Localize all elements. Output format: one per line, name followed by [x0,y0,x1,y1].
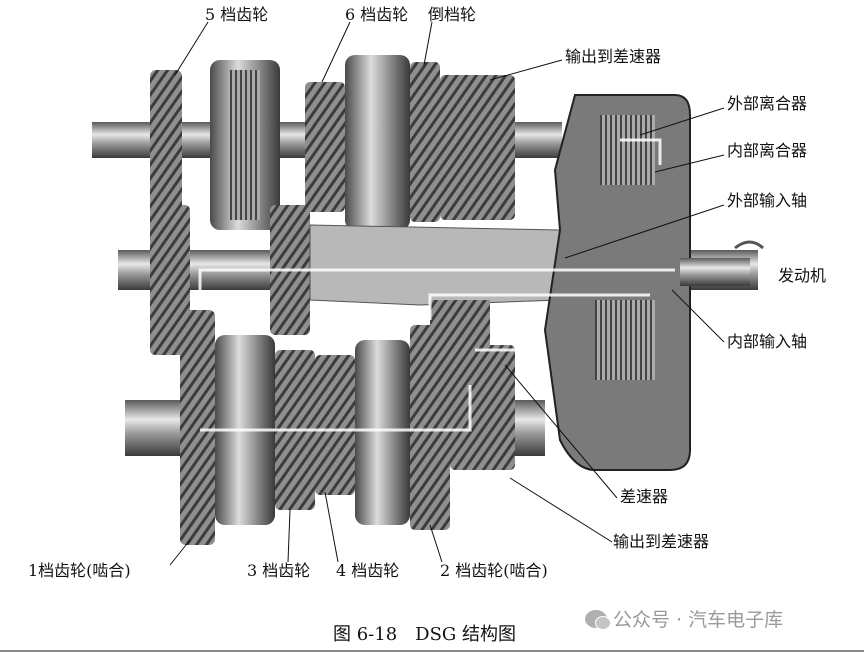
label-inner-clutch: 内部离合器 [727,141,808,160]
inner-clutch-pack [595,300,655,380]
label-reverse-gear: 倒档轮 [428,5,477,24]
wechat-icon [585,609,611,630]
label-gear-6: 6 档齿轮 [345,5,409,24]
label-differential: 差速器 [620,487,669,506]
figure-caption: 图 6-18 DSG 结构图 [333,624,517,645]
label-gear-4: 4 档齿轮 [336,561,400,580]
output-gear-bottom [450,345,515,470]
label-output-top: 输出到差速器 [565,47,662,66]
bottom-divider [0,650,864,652]
label-gear-5: 5 档齿轮 [205,5,269,24]
synchro-teeth [230,70,260,220]
synchro-upper-2 [345,55,410,230]
engine-input [680,258,750,286]
label-engine: 发动机 [778,266,827,285]
gear-2 [410,325,450,530]
engine-rotation-icon [734,240,765,250]
gear-4 [315,355,355,495]
watermark-text: 公众号 · 汽车电子库 [613,609,784,631]
label-outer-input-shaft: 外部输入轴 [727,191,808,210]
output-gear-top [440,75,515,220]
label-gear-1: 1档齿轮(啮合) [28,561,131,580]
label-gear-2: 2 档齿轮(啮合) [440,561,548,580]
reverse-gear [410,62,440,222]
outer-clutch-pack [600,115,655,185]
watermark: 公众号 · 汽车电子库 [585,605,783,632]
power-flow-arrows [198,138,675,432]
label-output-bottom: 输出到差速器 [613,532,710,551]
gear-6 [305,82,345,212]
leader-lines [169,21,725,566]
gear-1 [180,310,215,545]
label-inner-input-shaft: 内部输入轴 [727,332,808,351]
label-gear-3: 3 档齿轮 [247,561,311,580]
label-outer-clutch: 外部离合器 [727,94,808,113]
synchro-lower-2 [355,340,410,525]
gear-5 [150,70,182,220]
